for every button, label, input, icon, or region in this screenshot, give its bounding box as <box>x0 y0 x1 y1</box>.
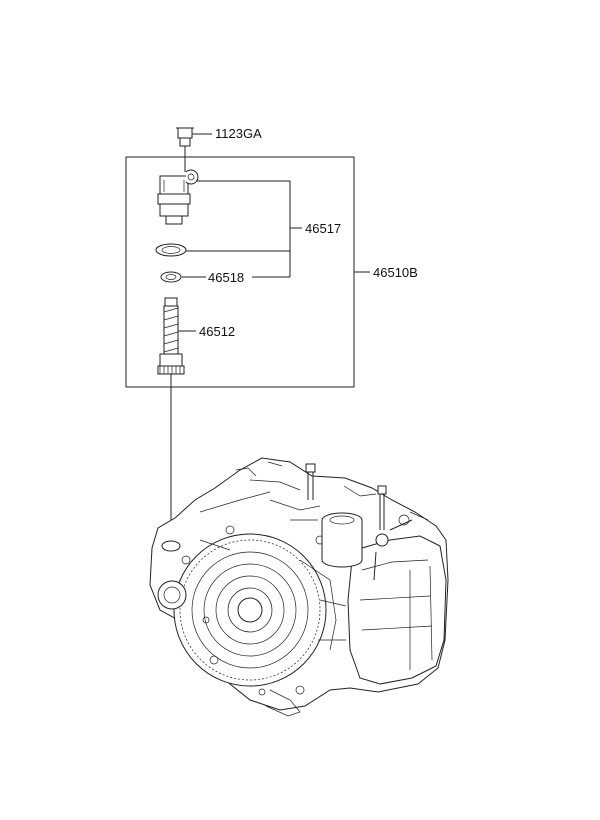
label-o-ring: 46518 <box>208 270 244 285</box>
transaxle-assembly <box>149 457 449 717</box>
sensor-assembly-bracket <box>186 180 302 277</box>
bolt-part[interactable] <box>176 127 194 172</box>
seal-ring-part[interactable] <box>155 243 187 257</box>
speed-sensor-part[interactable] <box>157 169 199 225</box>
driven-gear-part[interactable] <box>157 297 185 375</box>
label-kit-box: 46510B <box>373 265 418 280</box>
o-ring-part[interactable] <box>160 271 182 283</box>
label-sensor-assembly: 46517 <box>305 221 341 236</box>
label-driven-gear: 46512 <box>199 324 235 339</box>
label-bolt: 1123GA <box>215 126 262 141</box>
